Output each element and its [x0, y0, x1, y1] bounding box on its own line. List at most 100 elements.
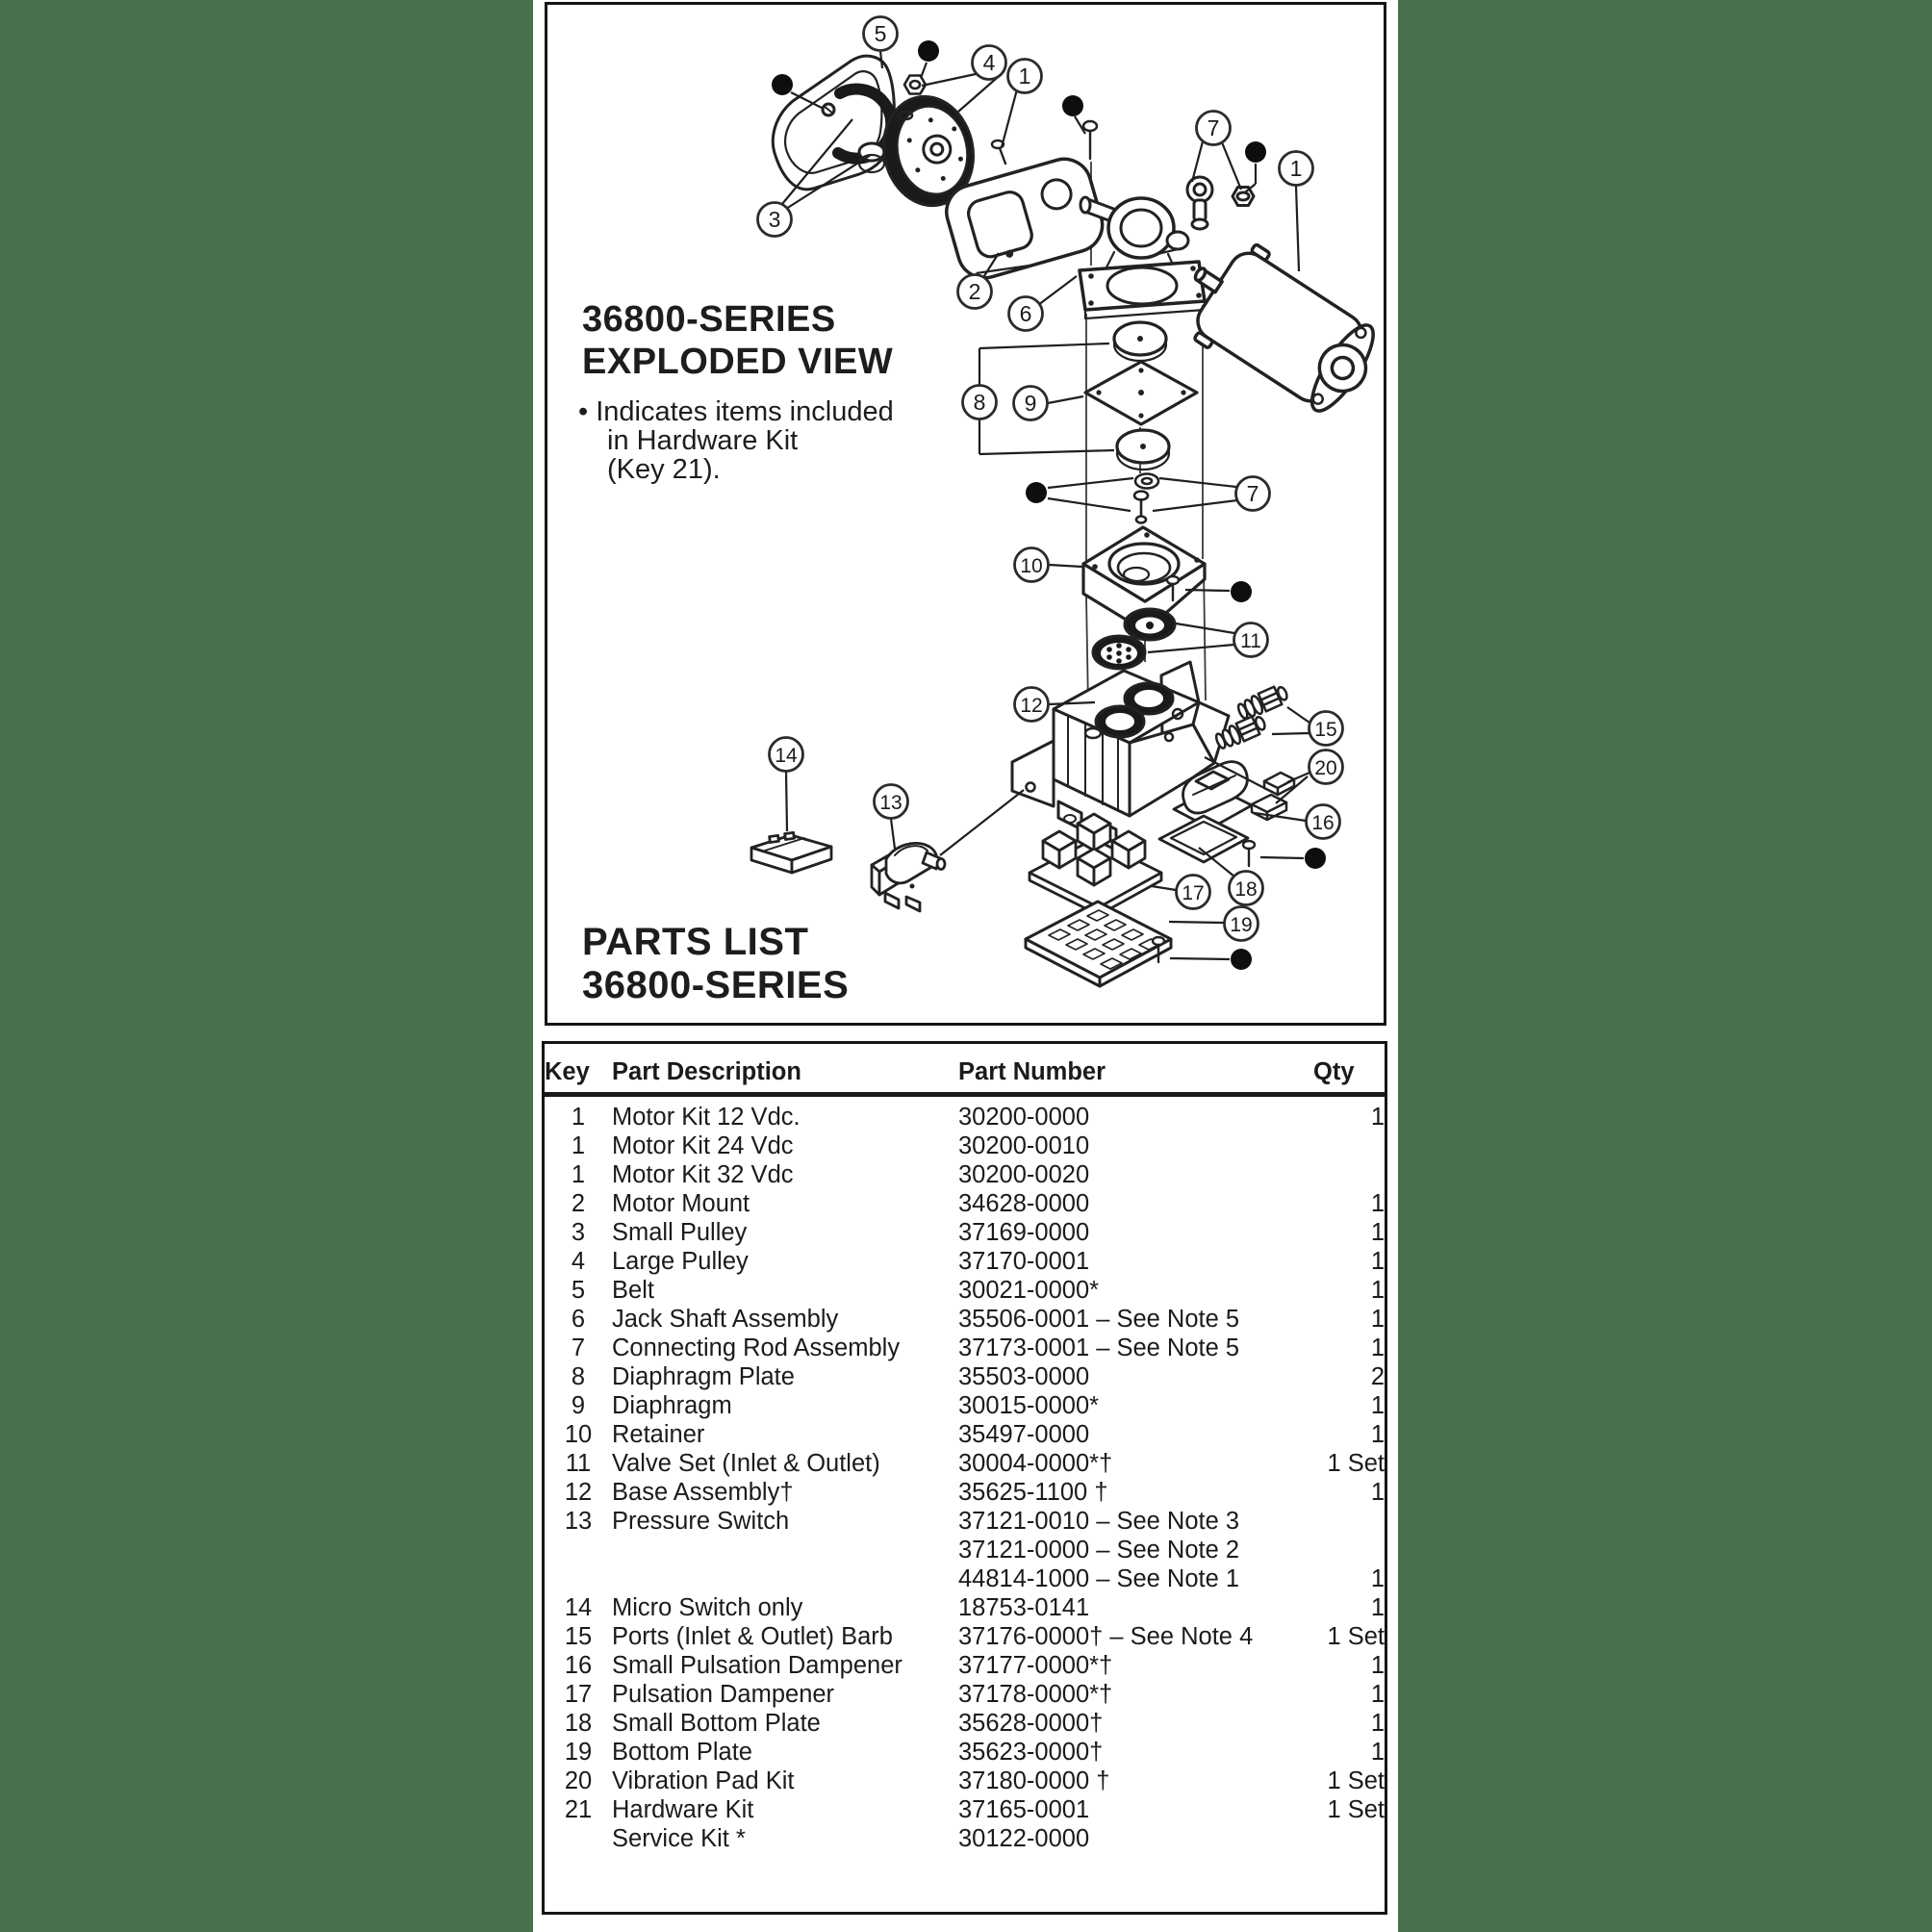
leader-line	[979, 342, 1110, 350]
table-cell: 1	[1370, 1710, 1385, 1737]
table-cell: 1 Set	[1327, 1450, 1385, 1477]
column-header-description: Part Description	[612, 1044, 958, 1097]
table-cell: 1 Set	[1327, 1767, 1385, 1794]
callout-4: 4	[971, 44, 1007, 81]
table-cell: 16	[564, 1652, 593, 1679]
table-cell: Small Bottom Plate	[612, 1710, 821, 1737]
table-cell: 37173-0001 – See Note 5	[958, 1335, 1240, 1361]
table-cell: 37178-0000*†	[958, 1681, 1113, 1708]
table-cell: 30200-0000	[958, 1104, 1090, 1131]
plate-screws	[1151, 839, 1257, 964]
table-cell: Micro Switch only	[612, 1594, 803, 1621]
table-cell: Service Kit *	[612, 1825, 746, 1852]
svg-text:13: 13	[879, 792, 902, 814]
table-cell: Small Pulsation Dampener	[612, 1652, 902, 1679]
svg-text:12: 12	[1020, 695, 1042, 717]
table-cell: Motor Kit 24 Vdc	[612, 1132, 794, 1159]
table-cell: Jack Shaft Assembly	[612, 1306, 839, 1333]
table-cell: 18753-0141	[958, 1594, 1090, 1621]
table-cell: 30200-0010	[958, 1132, 1090, 1159]
table-cell: Ports (Inlet & Outlet) Barb	[612, 1623, 893, 1650]
table-cell: Small Pulley	[612, 1219, 748, 1246]
hardware-kit-dot	[1231, 949, 1252, 970]
svg-text:8: 8	[974, 390, 986, 415]
svg-text:15: 15	[1314, 719, 1336, 741]
leader-line	[1047, 496, 1131, 513]
table-cell: 37121-0000 – See Note 2	[958, 1537, 1240, 1563]
table-cell: Belt	[612, 1277, 654, 1304]
callout-3: 3	[756, 201, 793, 238]
table-cell: 14	[564, 1594, 593, 1621]
table-cell: Motor Mount	[612, 1190, 750, 1217]
table-cell: 35628-0000†	[958, 1710, 1104, 1737]
table-cell: 37169-0000	[958, 1219, 1090, 1246]
table-cell: 12	[564, 1479, 593, 1506]
leader-line	[1286, 771, 1310, 784]
leader-line	[1047, 394, 1084, 405]
leader-line	[1074, 115, 1086, 135]
leader-line	[1147, 643, 1235, 654]
diagram-title-line2: EXPLODED VIEW	[582, 342, 894, 382]
svg-text:5: 5	[875, 21, 887, 46]
leader-line	[1169, 956, 1231, 961]
leader-line	[1244, 183, 1257, 193]
svg-text:9: 9	[1025, 391, 1037, 416]
connecting-rod-part	[1185, 175, 1256, 231]
svg-text:10: 10	[1020, 555, 1042, 577]
table-cell	[545, 1536, 612, 1564]
table-cell: 30004-0000*†	[958, 1450, 1113, 1477]
table-cell: Large Pulley	[612, 1248, 749, 1275]
table-cell: 30021-0000*	[958, 1277, 1100, 1304]
table-cell: 1	[571, 1161, 586, 1188]
callout-1: 1	[1278, 150, 1314, 187]
table-cell: 37165-0001	[958, 1796, 1090, 1823]
leader-line	[1048, 700, 1096, 706]
callout-15: 15	[1308, 710, 1344, 747]
callout-11: 11	[1233, 622, 1269, 658]
svg-text:18: 18	[1234, 878, 1257, 901]
table-cell: 1 Set	[1327, 1623, 1385, 1650]
pulley-nut	[897, 74, 928, 121]
vibration-pad-part	[1250, 771, 1296, 822]
motor-mount-part	[945, 157, 1105, 280]
table-cell: 4	[571, 1248, 586, 1275]
micro-switch-part	[750, 830, 833, 875]
svg-text:6: 6	[1020, 301, 1032, 326]
table-cell: 8	[571, 1363, 586, 1390]
hardware-kit-dot	[918, 40, 939, 62]
table-cell: 1	[1370, 1594, 1385, 1621]
table-cell: 30122-0000	[958, 1825, 1090, 1852]
table-cell: 35625-1100 †	[958, 1479, 1108, 1506]
table-cell	[612, 1564, 958, 1593]
table-cell: 30015-0000*	[958, 1392, 1100, 1419]
diaphragm-part	[1083, 360, 1199, 426]
leader-line	[919, 62, 928, 79]
table-cell: 1	[1370, 1104, 1385, 1131]
base-assembly-part	[1010, 660, 1231, 845]
table-cell: 15	[564, 1623, 593, 1650]
table-cell: 35506-0001 – See Note 5	[958, 1306, 1240, 1333]
table-row: 37121-0000 – See Note 2	[545, 1536, 1385, 1564]
table-cell: Motor Kit 12 Vdc.	[612, 1104, 801, 1131]
table-cell	[1313, 1507, 1385, 1536]
hardware-kit-dot	[1305, 848, 1326, 869]
jack-shaft-part	[1078, 195, 1207, 320]
connecting-rod-hardware	[1132, 472, 1160, 524]
note-line2: in Hardware Kit	[607, 425, 799, 456]
svg-text:19: 19	[1230, 914, 1252, 936]
svg-text:7: 7	[1208, 115, 1220, 140]
table-cell: 37121-0010 – See Note 3	[958, 1508, 1240, 1535]
table-cell: Motor Kit 32 Vdc	[612, 1161, 794, 1188]
table-cell: 1	[1370, 1421, 1385, 1448]
table-cell: 17	[564, 1681, 593, 1708]
